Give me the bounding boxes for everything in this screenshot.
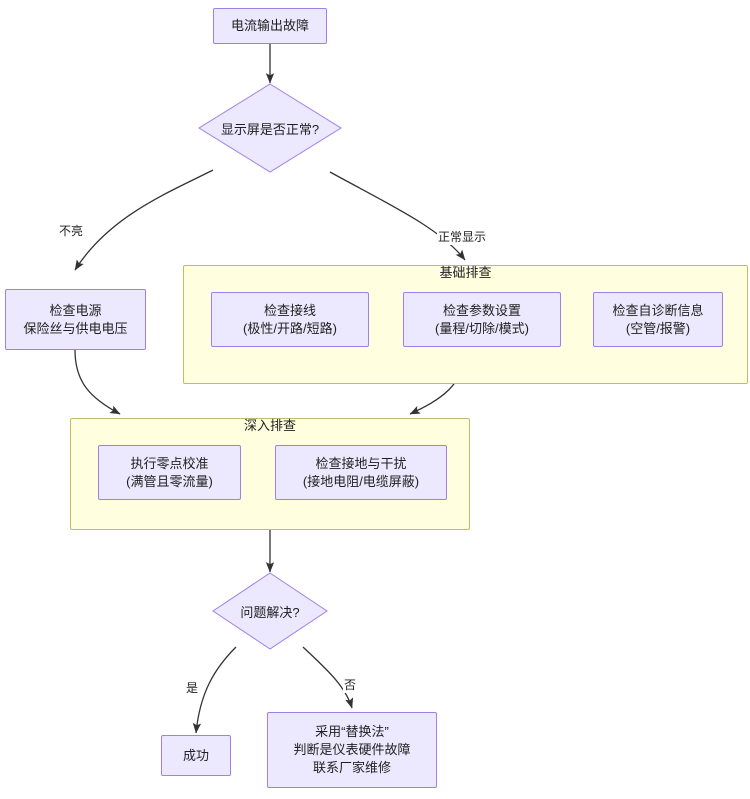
node-check-wiring-line2: (极性/开路/短路)	[243, 320, 337, 336]
node-decision-display-label: 显示屏是否正常?	[220, 121, 320, 137]
edge-power-to-deep	[74, 349, 121, 415]
node-check-ground-line1: 检查接地与干扰	[315, 455, 407, 471]
node-check-params-line2: (量程/切除/模式)	[435, 320, 529, 336]
node-success[interactable]: 成功	[161, 735, 231, 776]
edge-display-to-basic	[329, 171, 466, 261]
node-zero-calibration-line2: (满管且零流量)	[126, 473, 213, 489]
node-check-params[interactable]: 检查参数设置 (量程/切除/模式)	[403, 292, 561, 347]
diamond-shape-solved	[212, 572, 328, 650]
node-check-wiring-line1: 检查接线	[263, 302, 316, 318]
edge-label-normal-display: 正常显示	[437, 230, 488, 245]
edge-solved-to-replace	[302, 646, 354, 709]
node-start[interactable]: 电流输出故障	[213, 8, 327, 44]
edge-label-yes: 是	[185, 681, 200, 696]
node-replace-method[interactable]: 采用“替换法” 判断是仪表硬件故障 联系厂家维修	[267, 712, 437, 788]
node-decision-solved[interactable]: 问题解决?	[212, 572, 328, 650]
node-check-selfdiag-line1: 检查自诊断信息	[612, 302, 704, 318]
node-check-selfdiag-line2: (空管/报警)	[625, 320, 691, 336]
node-check-ground-line2: (接地电阻/电缆屏蔽)	[302, 473, 420, 489]
node-check-selfdiag[interactable]: 检查自诊断信息 (空管/报警)	[593, 292, 723, 347]
node-decision-display[interactable]: 显示屏是否正常?	[198, 83, 342, 173]
node-zero-calibration[interactable]: 执行零点校准 (满管且零流量)	[98, 445, 241, 500]
node-decision-solved-label: 问题解决?	[240, 604, 300, 620]
node-check-wiring[interactable]: 检查接线 (极性/开路/短路)	[211, 292, 369, 347]
edge-label-no: 否	[343, 678, 358, 693]
node-check-params-line1: 检查参数设置	[442, 302, 521, 318]
cluster-deep-title: 深入排查	[243, 418, 296, 433]
diamond-shape-display	[198, 83, 342, 173]
node-check-power-line2: 保险丝与供电电压	[23, 320, 128, 336]
node-start-label: 电流输出故障	[230, 18, 309, 33]
node-replace-method-line3: 联系厂家维修	[312, 760, 391, 775]
node-check-power-line1: 检查电源	[49, 302, 102, 318]
node-replace-method-line1: 采用“替换法”	[315, 724, 389, 739]
edge-label-not-lit: 不亮	[58, 224, 85, 239]
node-replace-method-line2: 判断是仪表硬件故障	[293, 742, 411, 757]
node-check-power[interactable]: 检查电源 保险丝与供电电压	[5, 289, 146, 350]
node-zero-calibration-line1: 执行零点校准	[130, 455, 209, 471]
edge-solved-to-success	[192, 646, 237, 734]
cluster-basic-title: 基础排查	[439, 265, 492, 280]
node-check-ground[interactable]: 检查接地与干扰 (接地电阻/电缆屏蔽)	[275, 445, 447, 500]
edge-display-to-power	[74, 169, 214, 271]
node-success-label: 成功	[182, 747, 209, 763]
